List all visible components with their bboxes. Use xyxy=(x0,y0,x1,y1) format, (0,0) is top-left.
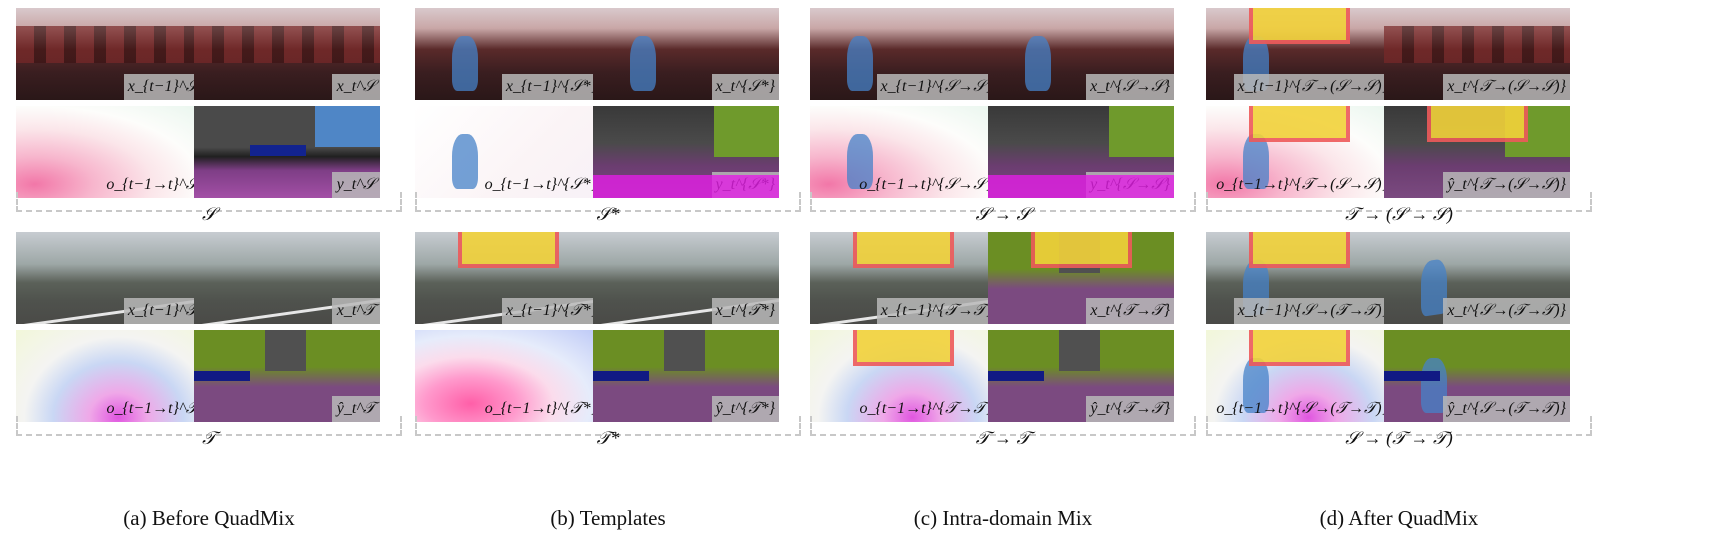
source-bracket xyxy=(810,192,1196,212)
tile-label: o_{t−1→t}^𝒯 xyxy=(106,400,199,417)
target-bracket-label: 𝒮 → (𝒯 → 𝒯) xyxy=(1345,428,1453,448)
source-frame-prev: x_{t−1}^{𝒮*} xyxy=(415,8,601,100)
source-bracket xyxy=(1206,192,1592,212)
tile-label: ŷ_t^{𝒮→(𝒯→𝒯)} xyxy=(1443,396,1570,422)
target-flow: o_{t−1→t}^𝒯 xyxy=(16,330,202,422)
target-pseudo-label: ŷ_t^𝒯 xyxy=(194,330,380,422)
panel-caption: (c) Intra-domain Mix xyxy=(913,506,1093,530)
tile-label: x_t^𝒯 xyxy=(332,298,380,324)
mixed-target-frame-prev: x_{t−1}^{𝒮→(𝒯→𝒯)} xyxy=(1206,232,1392,324)
source-bracket-label: 𝒮* xyxy=(596,204,620,224)
tile-label: o_{t−1→t}^{𝒮→(𝒯→𝒯)} xyxy=(1216,400,1388,417)
mixed-flow: o_{t−1→t}^{𝒯→(𝒮→𝒮)} xyxy=(1206,106,1392,198)
target-frame-prev: x_{t−1}^{𝒯*} xyxy=(415,232,601,324)
panel-templates: x_{t−1}^{𝒮*} x_t^{𝒮*} o_{t−1→t}^{𝒮*} y_t… xyxy=(415,8,801,533)
panel-after-quadmix: x_{t−1}^{𝒯→(𝒮→𝒮)} x_t^{𝒯→(𝒮→𝒮)} o_{t−1→t… xyxy=(1206,8,1592,533)
source-frame-curr: x_t^𝒮 xyxy=(194,8,380,100)
tile-label: o_{t−1→t}^{𝒯→(𝒮→𝒮)} xyxy=(1216,176,1388,193)
source-frame-curr: x_t^{𝒮*} xyxy=(593,8,779,100)
mixed-frame-curr: x_t^{𝒯→(𝒮→𝒮)} xyxy=(1384,8,1570,100)
mixed-target-flow: o_{t−1→t}^{𝒮→(𝒯→𝒯)} xyxy=(1206,330,1392,422)
target-bracket xyxy=(810,416,1196,436)
target-bracket xyxy=(415,416,801,436)
tile-label: x_{t−1}^{𝒯*} xyxy=(502,298,601,324)
panel-caption: (b) Templates xyxy=(550,506,666,530)
tile-label: x_t^{𝒯→(𝒮→𝒮)} xyxy=(1443,74,1570,100)
tile-label: x_{t−1}^{𝒮→(𝒯→𝒯)} xyxy=(1233,298,1392,324)
mixed-frame-prev: x_{t−1}^{𝒯→(𝒮→𝒮)} xyxy=(1206,8,1392,100)
tile-label: ŷ_t^{𝒯→(𝒮→𝒮)} xyxy=(1443,172,1570,198)
tile-label: o_{t−1→t}^{𝒯→𝒯} xyxy=(859,400,992,417)
tile-label: x_t^{𝒯*} xyxy=(711,298,779,324)
target-bracket xyxy=(1206,416,1592,436)
target-bracket-label: 𝒯* xyxy=(596,428,620,448)
tile-label: x_t^{𝒮→(𝒯→𝒯)} xyxy=(1443,298,1570,324)
target-bracket-label: 𝒯 → 𝒯 xyxy=(975,428,1031,448)
tile-label: x_{t−1}^{𝒯→𝒯} xyxy=(876,298,996,324)
source-bracket xyxy=(415,192,801,212)
source-label-map: y_t^{𝒮*} xyxy=(593,106,779,198)
source-label-map: y_t^{𝒮→𝒮} xyxy=(988,106,1174,198)
target-frame-curr: x_t^{𝒯→𝒯} xyxy=(988,232,1174,324)
tile-label: x_t^{𝒮→𝒮} xyxy=(1086,74,1174,100)
source-flow: o_{t−1→t}^𝒮 xyxy=(16,106,202,198)
target-frame-prev: x_{t−1}^{𝒯→𝒯} xyxy=(810,232,996,324)
target-flow: o_{t−1→t}^{𝒯*} xyxy=(415,330,601,422)
source-bracket-label: 𝒯 → (𝒮 → 𝒮) xyxy=(1345,204,1453,224)
target-flow: o_{t−1→t}^{𝒯→𝒯} xyxy=(810,330,996,422)
tile-label: o_{t−1→t}^{𝒯*} xyxy=(484,400,597,417)
tile-label: x_{t−1}^𝒯 xyxy=(123,298,202,324)
tile-label: o_{t−1→t}^{𝒮→𝒮} xyxy=(859,176,992,193)
tile-label: x_t^𝒮 xyxy=(332,74,380,100)
tile-label: ŷ_t^{𝒯→𝒯} xyxy=(1086,396,1174,422)
target-bracket xyxy=(16,416,402,436)
source-bracket-label: 𝒮 xyxy=(202,204,216,224)
tile-label: x_t^{𝒯→𝒯} xyxy=(1086,298,1174,324)
source-label-map: y_t^𝒮 xyxy=(194,106,380,198)
source-bracket-label: 𝒮 → 𝒮 xyxy=(975,204,1031,224)
target-pseudo-label: ŷ_t^{𝒯*} xyxy=(593,330,779,422)
source-frame-curr: x_t^{𝒮→𝒮} xyxy=(988,8,1174,100)
source-frame-prev: x_{t−1}^𝒮 xyxy=(16,8,202,100)
tile-label: x_{t−1}^{𝒮→𝒮} xyxy=(876,74,996,100)
tile-label: ŷ_t^𝒯 xyxy=(332,396,380,422)
source-flow: o_{t−1→t}^{𝒮*} xyxy=(415,106,601,198)
source-bracket xyxy=(16,192,402,212)
target-frame-curr: x_t^𝒯 xyxy=(194,232,380,324)
mixed-target-frame-curr: x_t^{𝒮→(𝒯→𝒯)} xyxy=(1384,232,1570,324)
tile-label: x_{t−1}^{𝒯→(𝒮→𝒮)} xyxy=(1233,74,1392,100)
source-flow: o_{t−1→t}^{𝒮→𝒮} xyxy=(810,106,996,198)
target-pseudo-label: ŷ_t^{𝒯→𝒯} xyxy=(988,330,1174,422)
tile-label: o_{t−1→t}^{𝒮*} xyxy=(484,176,597,193)
mixed-target-label: ŷ_t^{𝒮→(𝒯→𝒯)} xyxy=(1384,330,1570,422)
panel-intra-domain-mix: x_{t−1}^{𝒮→𝒮} x_t^{𝒮→𝒮} o_{t−1→t}^{𝒮→𝒮} … xyxy=(810,8,1196,533)
tile-label: y_t^𝒮 xyxy=(332,172,380,198)
target-frame-curr: x_t^{𝒯*} xyxy=(593,232,779,324)
target-frame-prev: x_{t−1}^𝒯 xyxy=(16,232,202,324)
tile-label: o_{t−1→t}^𝒮 xyxy=(106,176,198,193)
panel-caption: (a) Before QuadMix xyxy=(123,506,295,530)
panel-before-quadmix: x_{t−1}^𝒮 x_t^𝒮 o_{t−1→t}^𝒮 y_t^𝒮 𝒮 x_{t… xyxy=(16,8,402,533)
tile-label: x_{t−1}^{𝒮*} xyxy=(501,74,601,100)
target-bracket-label: 𝒯 xyxy=(202,428,216,448)
panel-caption: (d) After QuadMix xyxy=(1319,506,1479,530)
mixed-label-map: ŷ_t^{𝒯→(𝒮→𝒮)} xyxy=(1384,106,1570,198)
source-frame-prev: x_{t−1}^{𝒮→𝒮} xyxy=(810,8,996,100)
tile-label: x_{t−1}^𝒮 xyxy=(123,74,202,100)
tile-label: ŷ_t^{𝒯*} xyxy=(711,396,779,422)
tile-label: x_t^{𝒮*} xyxy=(711,74,779,100)
